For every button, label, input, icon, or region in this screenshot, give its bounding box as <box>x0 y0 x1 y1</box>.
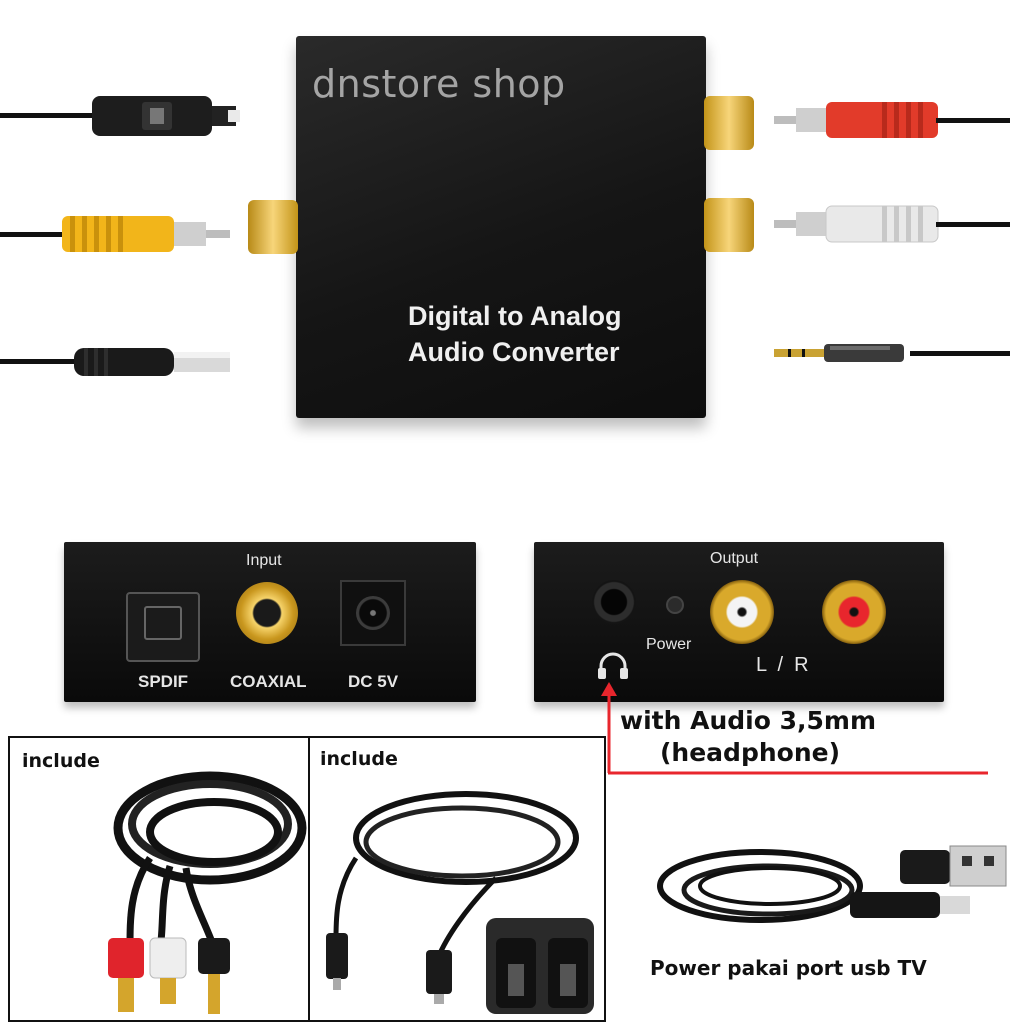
included-optical-cable-box: include <box>308 736 606 1022</box>
optical-cable-left <box>0 113 100 118</box>
rca-out-right-port <box>822 580 886 644</box>
rca-jack-top-gold <box>704 96 754 150</box>
headphone-note-line-1: with Audio 3,5mm <box>620 706 876 735</box>
dc-port <box>340 580 406 646</box>
output-panel-header: Output <box>710 550 759 567</box>
power-note: Power pakai port usb TV <box>650 956 927 980</box>
coaxial-label: COAXIAL <box>230 672 307 691</box>
output-panel: Output Power L / R <box>534 542 944 702</box>
coaxial-port <box>236 582 298 644</box>
watermark-text: dnstore shop <box>312 62 566 106</box>
dc-cable-left <box>0 359 80 364</box>
spdif-port-slot <box>144 606 182 640</box>
headphone-note-line-2: (headphone) <box>660 738 840 767</box>
rca-red-plug-icon <box>774 102 938 138</box>
red-cable-right <box>936 118 1010 123</box>
include-label-1: include <box>22 750 100 772</box>
headphone-icon <box>598 652 628 679</box>
rca-yellow-plug-icon <box>62 216 230 252</box>
optical-toslink-plug-icon <box>92 96 240 136</box>
headphone-port <box>592 580 636 624</box>
usb-plug-icon <box>657 845 1007 923</box>
dc-label: DC 5V <box>348 672 399 691</box>
rca-white-plug-icon <box>774 205 939 243</box>
white-cable-right <box>936 222 1010 227</box>
power-led <box>666 596 684 614</box>
dc-port-hole <box>356 596 390 630</box>
spdif-port <box>126 592 200 662</box>
coaxial-jack-gold <box>248 200 298 254</box>
include-label-2: include <box>320 748 398 770</box>
device-title: Digital to Analog Audio Converter <box>408 298 621 370</box>
channels-label: L / R <box>756 654 809 676</box>
rca-out-left-port <box>710 580 774 644</box>
converter-device: dnstore shop Digital to Analog Audio Con… <box>296 36 706 418</box>
headphone-callout-arrow <box>601 682 988 775</box>
input-panel: Input SPDIF COAXIAL DC 5V <box>64 542 476 702</box>
rca-cable-coil-icon <box>108 771 307 1014</box>
device-title-line-1: Digital to Analog <box>408 301 622 331</box>
jack-3-5mm-plug-icon <box>774 344 904 362</box>
input-panel-header: Input <box>246 552 282 569</box>
coaxial-cable-left <box>0 232 70 237</box>
spdif-label: SPDIF <box>138 672 189 691</box>
power-label: Power <box>646 636 692 653</box>
jack-cable-right <box>910 351 1010 356</box>
optical-cable-coil-icon <box>326 791 594 1014</box>
rca-jack-bottom-gold <box>704 198 754 252</box>
product-image: dnstore shop Digital to Analog Audio Con… <box>0 0 1024 470</box>
device-title-line-2: Audio Converter <box>408 337 620 367</box>
included-rca-cable-box: include <box>8 736 314 1022</box>
dc-barrel-plug-icon <box>74 348 230 376</box>
